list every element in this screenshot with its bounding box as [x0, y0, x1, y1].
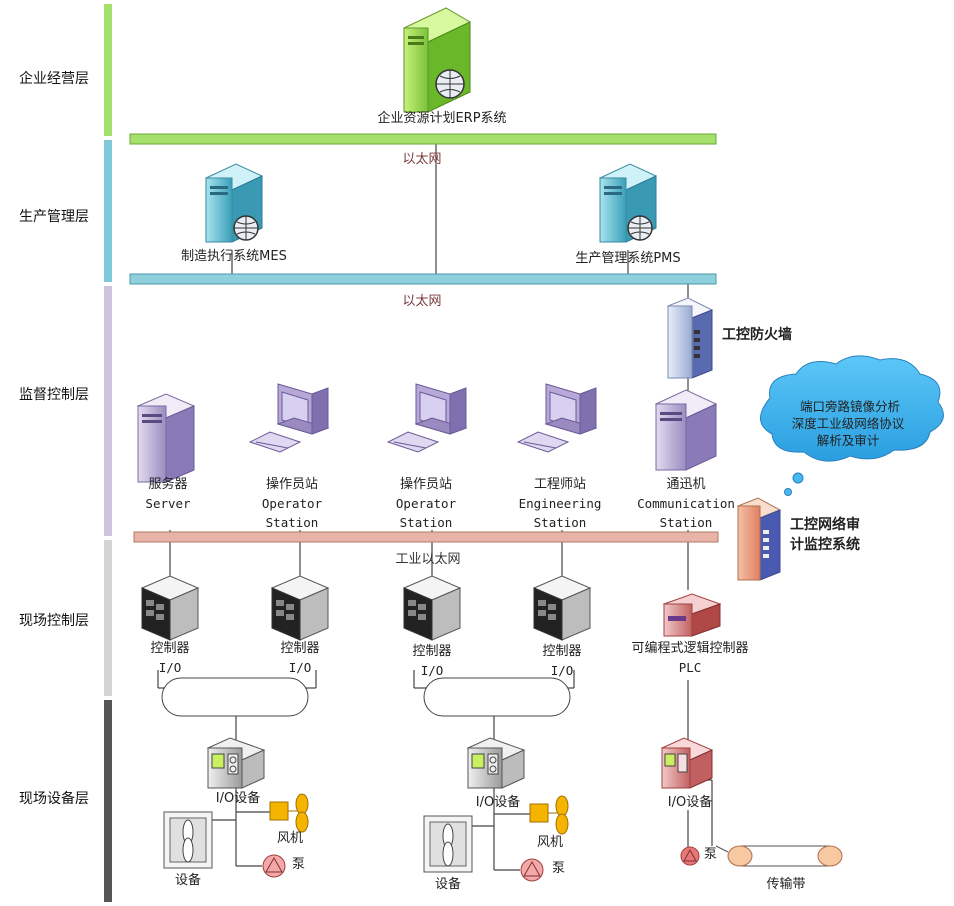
controller-2-icon	[270, 575, 330, 641]
controller-2-io-label: I/O	[288, 660, 312, 675]
equipment-1-label: 设备	[174, 873, 202, 888]
pump-3-icon	[680, 846, 700, 866]
io-device-1-icon	[206, 737, 266, 789]
controller-3-io-label: I/O	[420, 663, 444, 678]
controller-4-icon	[532, 575, 592, 641]
equipment-2-label: 设备	[434, 877, 462, 892]
fan-1-icon	[269, 793, 309, 833]
operator-station-2-label-cn: 操作员站	[399, 477, 453, 492]
connection-lines	[157, 142, 713, 871]
engineering-station-label-en1: Engineering	[518, 496, 602, 511]
engineering-station-label-en2: Station	[533, 515, 587, 530]
pump-2-icon	[520, 858, 544, 882]
layer-label-field-control: 现场控制层	[19, 613, 89, 629]
layer-label-field-device: 现场设备层	[19, 791, 89, 807]
ethernet-label-production: 以太网	[402, 294, 442, 309]
layer-bar-field-control	[104, 540, 112, 696]
pump-1-icon	[262, 854, 286, 878]
controller-3-icon	[402, 575, 462, 641]
operator-station-1-label-en1: Operator	[261, 496, 323, 511]
communication-station-label-en1: Communication	[637, 496, 735, 511]
cloud-text-line2: 深度工业级网络协议	[791, 416, 905, 431]
fieldbus-2	[423, 677, 571, 717]
audit-label-line2: 计监控系统	[790, 537, 860, 553]
equipment-2-icon	[423, 815, 473, 873]
controller-2-label: 控制器	[280, 641, 320, 656]
fieldbus-1	[161, 677, 309, 717]
plc-label-en: PLC	[678, 660, 702, 675]
pump-1-label: 泵	[292, 857, 306, 872]
layer-bar-field-device	[104, 700, 112, 902]
fan-2-icon	[529, 795, 569, 835]
operator-station-1-label-en2: Station	[265, 515, 319, 530]
server-label-cn: 服务器	[148, 477, 188, 492]
server-icon	[136, 393, 196, 483]
io-device-2-label: I/O设备	[475, 795, 521, 810]
operator-station-2-label-en2: Station	[399, 515, 453, 530]
io-device-2-icon	[466, 737, 526, 789]
operator-station-1-label-cn: 操作员站	[265, 477, 319, 492]
fan-2-label: 风机	[536, 835, 564, 850]
erp-label: 企业资源计划ERP系统	[377, 111, 507, 126]
layer-bar-production	[104, 140, 112, 282]
audit-device-icon	[736, 497, 782, 581]
ethernet-bus-enterprise	[129, 133, 717, 145]
erp-server-icon	[402, 7, 472, 113]
controller-3-label: 控制器	[412, 644, 452, 659]
cloud-text-line1: 端口旁路镜像分析	[799, 399, 901, 414]
pump-2-label: 泵	[552, 861, 566, 876]
controller-1-label: 控制器	[150, 641, 190, 656]
communication-station-icon	[654, 389, 718, 471]
mes-label: 制造执行系统MES	[181, 249, 287, 264]
layer-label-supervisory: 监督控制层	[19, 387, 89, 403]
operator-station-2-label-en1: Operator	[395, 496, 457, 511]
audit-label-line1: 工控网络审	[790, 517, 860, 533]
ethernet-label-enterprise: 以太网	[402, 152, 442, 167]
cloud-shape	[760, 355, 944, 496]
engineering-station-label-cn: 工程师站	[533, 477, 587, 492]
io-device-1-label: I/O设备	[215, 791, 261, 806]
industrial-ethernet-label: 工业以太网	[395, 552, 461, 567]
layer-label-production: 生产管理层	[19, 209, 89, 225]
pump-3-label: 泵	[704, 847, 718, 862]
communication-station-label-cn: 通迅机	[666, 477, 706, 492]
industrial-ethernet-bus	[133, 531, 719, 543]
io-device-3-label: I/O设备	[667, 795, 713, 810]
conveyor-belt-icon	[715, 845, 843, 867]
controller-4-label: 控制器	[542, 644, 582, 659]
controller-1-icon	[140, 575, 200, 641]
operator-station-1-icon	[248, 383, 330, 453]
pms-label: 生产管理系统PMS	[575, 251, 681, 266]
plc-icon	[662, 593, 722, 637]
controller-4-io-label: I/O	[550, 663, 574, 678]
operator-station-2-icon	[386, 383, 468, 453]
layer-bar-enterprise	[104, 4, 112, 136]
firewall-icon	[666, 297, 714, 379]
cloud-text-line3: 解析及审计	[816, 433, 880, 448]
conveyor-label: 传输带	[766, 877, 806, 892]
fan-1-label: 风机	[276, 831, 304, 846]
communication-station-label-en2: Station	[659, 515, 713, 530]
layer-bar-supervisory	[104, 286, 112, 536]
mes-server-icon	[204, 163, 264, 243]
plc-label-cn: 可编程式逻辑控制器	[631, 641, 749, 656]
firewall-label: 工控防火墙	[722, 327, 792, 343]
ethernet-bus-production	[129, 273, 717, 285]
io-device-3-icon	[660, 737, 714, 789]
controller-1-io-label: I/O	[158, 660, 182, 675]
equipment-1-icon	[163, 811, 213, 869]
pms-server-icon	[598, 163, 658, 243]
layer-label-enterprise: 企业经营层	[19, 71, 89, 87]
engineering-station-icon	[516, 383, 598, 453]
server-label-en: Server	[145, 496, 191, 511]
